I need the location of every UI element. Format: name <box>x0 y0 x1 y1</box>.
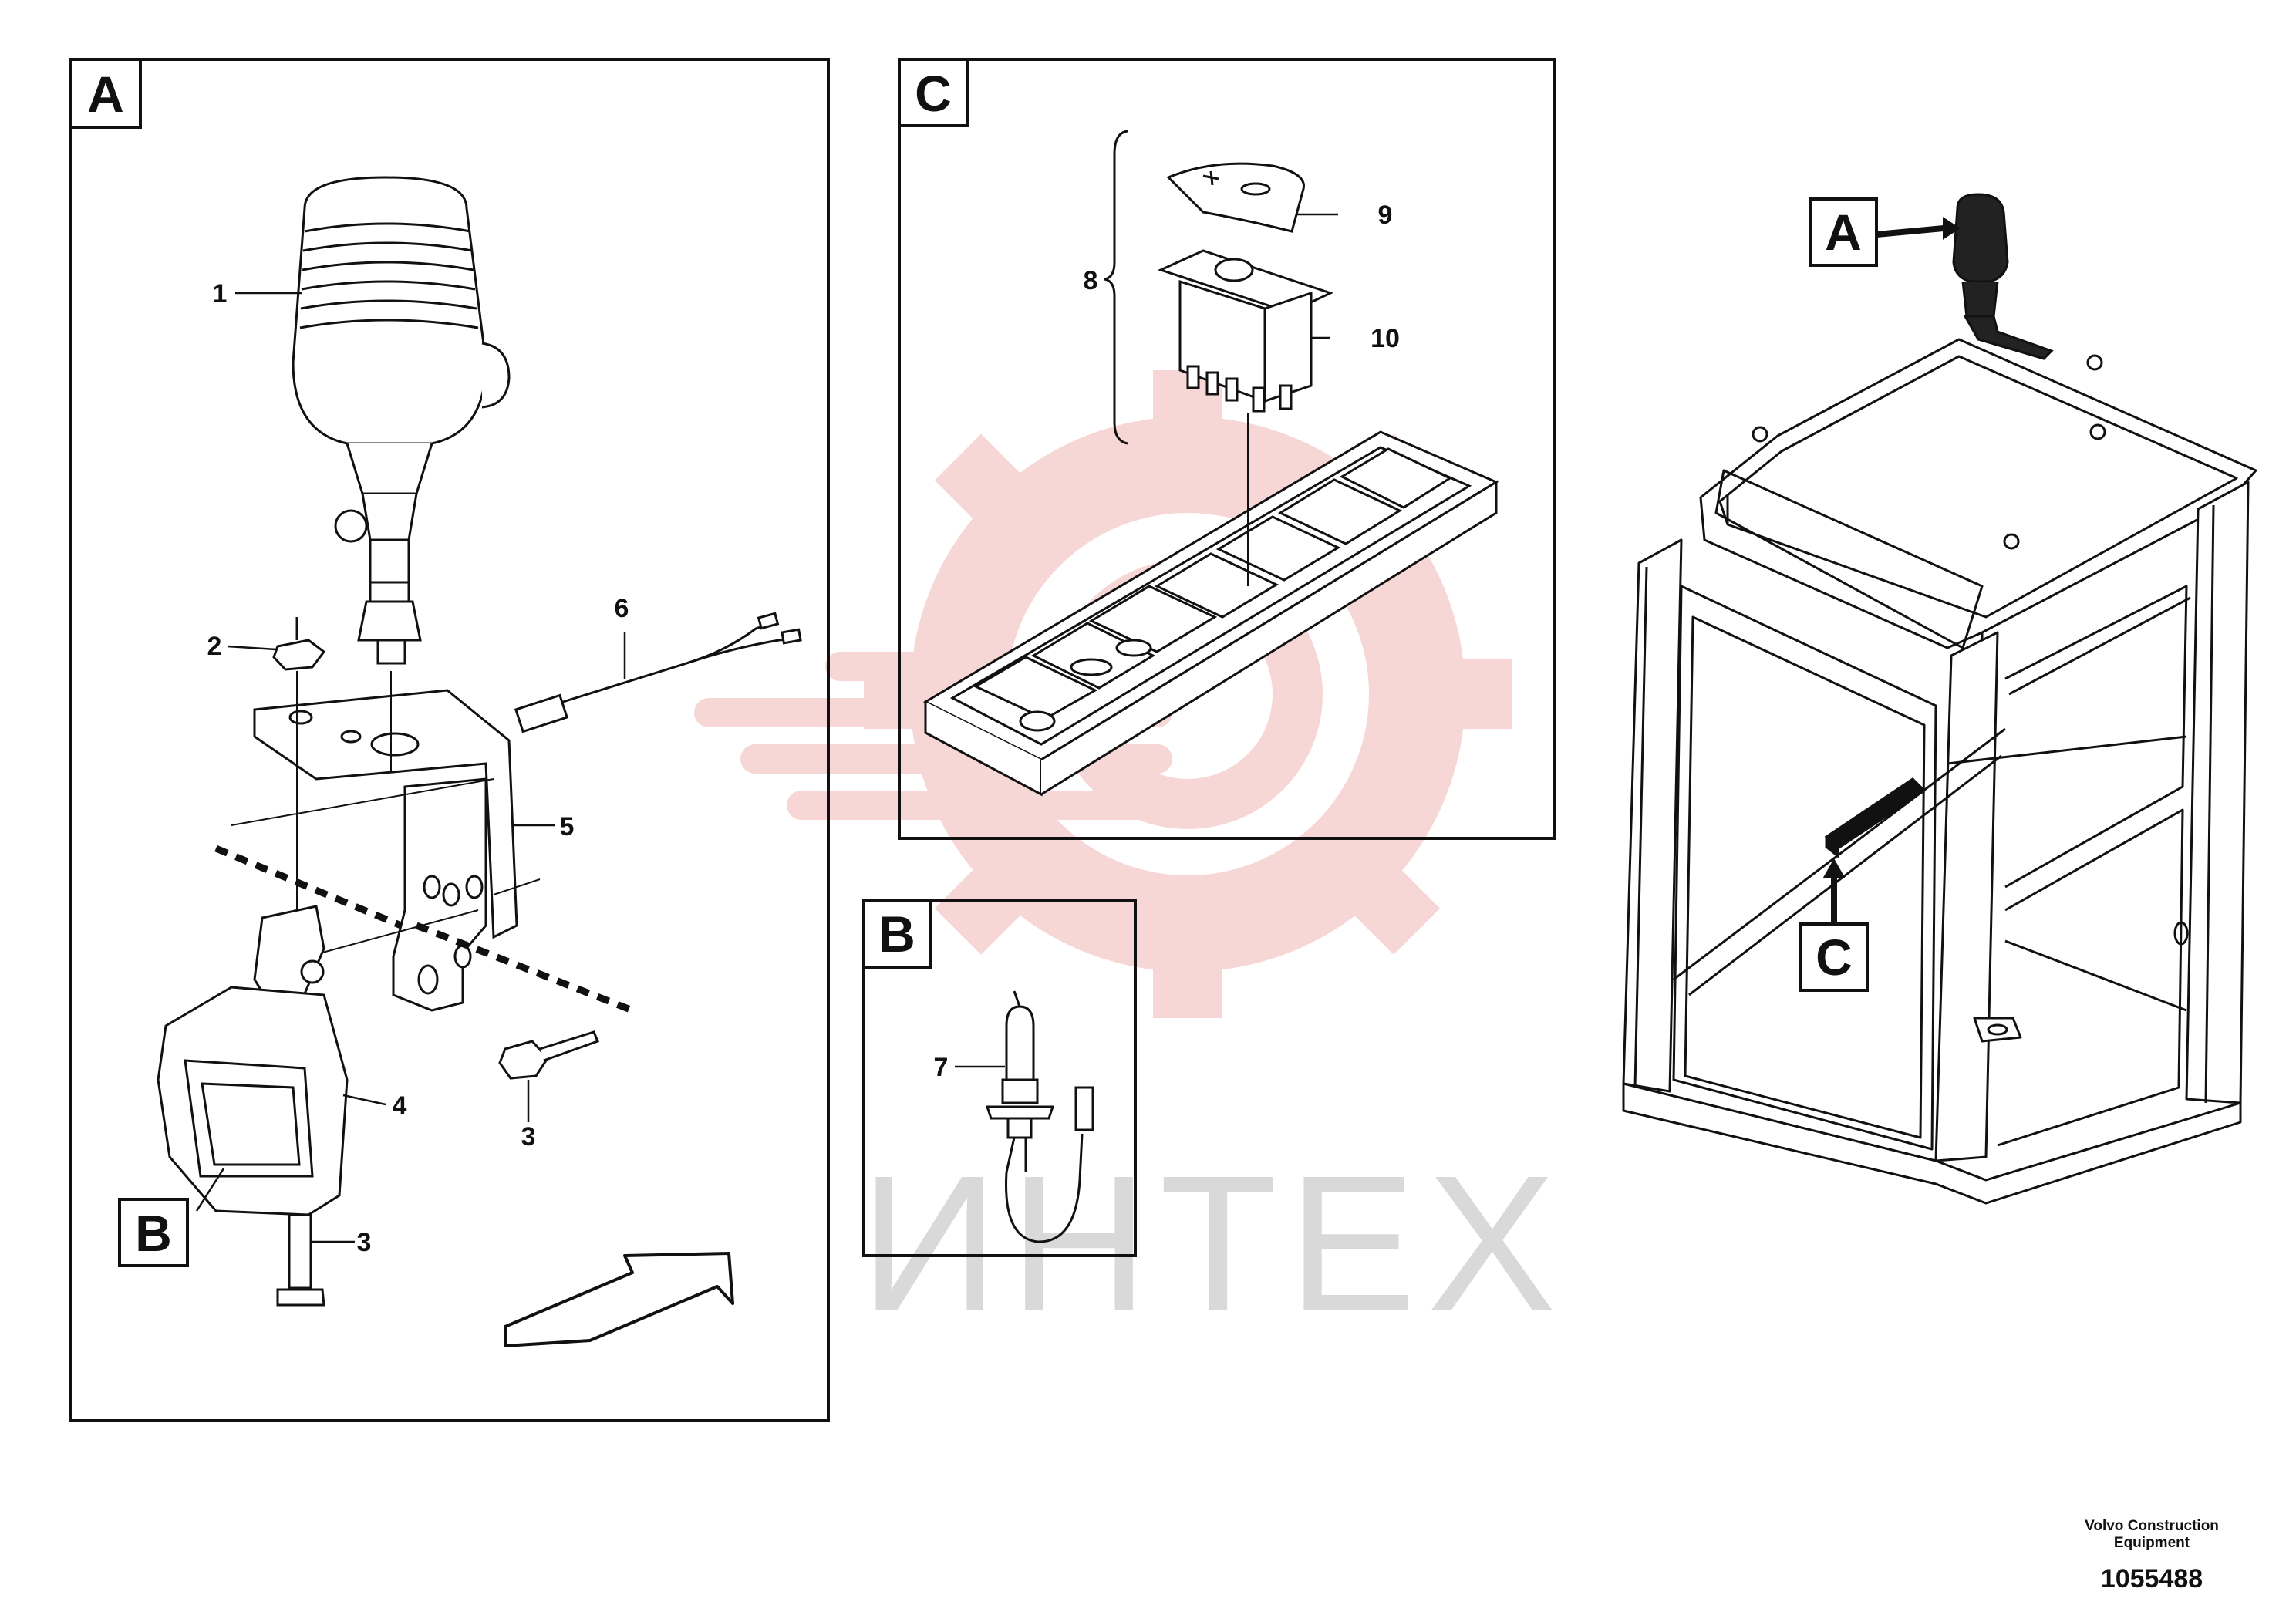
footer-company-line1: Volvo Construction <box>2085 1518 2219 1534</box>
callout-1: 1 <box>213 279 228 309</box>
marker-b-box <box>118 1198 189 1267</box>
work-light <box>157 905 349 1216</box>
leader-lines-c <box>1296 213 1338 339</box>
halogen-bulb <box>985 990 1094 1243</box>
nut-part <box>272 617 326 671</box>
switch-panel <box>922 430 1499 797</box>
bolt-lower <box>276 1213 325 1307</box>
panel-a-frame <box>69 58 830 1422</box>
callout-7: 7 <box>934 1053 949 1082</box>
callout-10: 10 <box>1371 324 1400 353</box>
footer-company-line2: Equipment <box>2113 1535 2190 1551</box>
switch-cover <box>1166 162 1305 233</box>
cab-overview <box>1622 338 2257 1205</box>
panel-a <box>69 58 830 1422</box>
mounting-plane <box>214 845 634 1014</box>
watermark-text: ИНТЕХ <box>860 1135 1566 1351</box>
panel-b <box>862 899 1137 1257</box>
callout-8: 8 <box>1084 266 1098 295</box>
panel-b-frame <box>862 899 1137 1257</box>
marker-a-arrow <box>1876 217 1961 240</box>
wire-harness <box>514 612 802 733</box>
mounting-bracket <box>253 689 518 1012</box>
panel-a-letter-box <box>69 58 142 129</box>
callout-3-upper: 3 <box>521 1122 536 1152</box>
cab-beacon <box>1952 193 2054 360</box>
footer-document-number: 1055488 <box>2100 1564 2203 1593</box>
footer-company: Volvo Construction Equipment <box>2052 1518 2252 1552</box>
callout-4: 4 <box>393 1091 407 1121</box>
callout-2: 2 <box>207 632 222 661</box>
panel-b-letter: B <box>878 905 915 963</box>
bolt-upper <box>498 1030 599 1080</box>
callout-5: 5 <box>560 812 575 841</box>
panel-c-letter: C <box>915 65 952 122</box>
marker-a-label: A <box>1825 204 1862 261</box>
marker-b-label: B <box>135 1205 172 1262</box>
marker-c-box <box>1799 922 1869 992</box>
panel-c <box>898 58 1556 840</box>
callout-3-lower: 3 <box>357 1228 372 1257</box>
panel-c-letter-box <box>898 58 969 127</box>
marker-c-arrow <box>1822 858 1846 925</box>
cab-switch-panel <box>1824 777 1927 859</box>
beacon-lamp <box>292 176 511 665</box>
callout-9: 9 <box>1378 201 1393 230</box>
marker-c-label: C <box>1816 929 1853 986</box>
center-lines <box>231 671 541 957</box>
direction-arrow <box>504 1252 734 1347</box>
leader-lines-a <box>195 292 626 1243</box>
group-brace <box>1104 130 1128 445</box>
panel-b-letter-box <box>862 899 932 969</box>
panel-a-letter: A <box>87 66 124 123</box>
panel-c-frame <box>898 58 1556 840</box>
callout-6: 6 <box>615 594 629 623</box>
rocker-switch <box>1157 249 1334 413</box>
